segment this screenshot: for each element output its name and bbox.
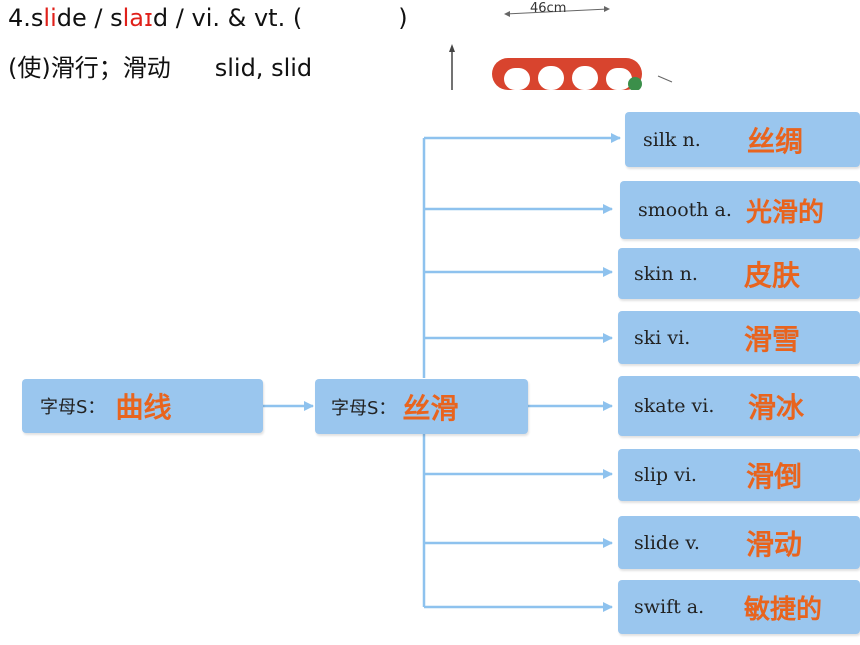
mid-node: 字母S： 丝滑 [315, 379, 528, 434]
phonetic-rest: d / vi. & vt. ( [152, 4, 303, 32]
word-rest: de / s [56, 4, 123, 32]
word-zh: 光滑的 [746, 197, 825, 228]
word-zh: 敏捷的 [744, 594, 823, 625]
word-en: smooth a. [638, 199, 732, 221]
word-en: skin n. [634, 262, 698, 285]
word-en: swift a. [634, 596, 705, 618]
word-zh: 滑雪 [744, 322, 801, 356]
word-prefix: 4.s [8, 4, 44, 32]
word-box-silk: silk n. 丝绸 [625, 112, 860, 167]
header-line-2: (使)滑行；滑动 slid, slid [8, 48, 312, 83]
word-zh: 滑动 [746, 527, 803, 561]
word-box-ski: ski vi. 滑雪 [618, 311, 860, 364]
phonetic-highlight: laɪ [122, 4, 153, 32]
word-zh: 滑倒 [746, 460, 803, 493]
mid-node-label: 丝滑 [402, 391, 459, 425]
word-zh: 丝绸 [747, 124, 804, 158]
root-node: 字母S： 曲线 [22, 379, 263, 433]
mid-node-prefix: 字母S： [331, 397, 397, 419]
word-box-slide: slide v. 滑动 [618, 516, 860, 569]
root-node-prefix: 字母S： [40, 397, 106, 418]
blank-close: ) [398, 4, 408, 32]
header-line-1: 4.slide / slaɪd / vi. & vt. () [8, 4, 408, 32]
word-box-smooth: smooth a. 光滑的 [620, 181, 860, 239]
word-highlight: li [43, 4, 57, 32]
word-en: slip vi. [634, 464, 697, 486]
word-box-skin: skin n. 皮肤 [618, 248, 860, 299]
forms-text: slid, slid [214, 54, 313, 82]
word-en: skate vi. [634, 395, 715, 417]
product-picture-svg: 46cm [449, 1, 673, 91]
product-picture: 46cm [440, 0, 860, 91]
word-en: ski vi. [634, 326, 691, 349]
meaning-text: (使)滑行；滑动 [8, 54, 171, 82]
word-box-slip: slip vi. 滑倒 [618, 449, 860, 501]
word-zh: 皮肤 [744, 258, 801, 292]
picture-label: 46cm [530, 1, 566, 16]
word-en: silk n. [643, 128, 701, 151]
word-box-swift: swift a. 敏捷的 [618, 580, 860, 634]
word-box-skate: skate vi. 滑冰 [618, 376, 860, 436]
root-node-label: 曲线 [115, 391, 172, 424]
word-en: slide v. [634, 531, 700, 554]
word-zh: 滑冰 [748, 391, 805, 424]
